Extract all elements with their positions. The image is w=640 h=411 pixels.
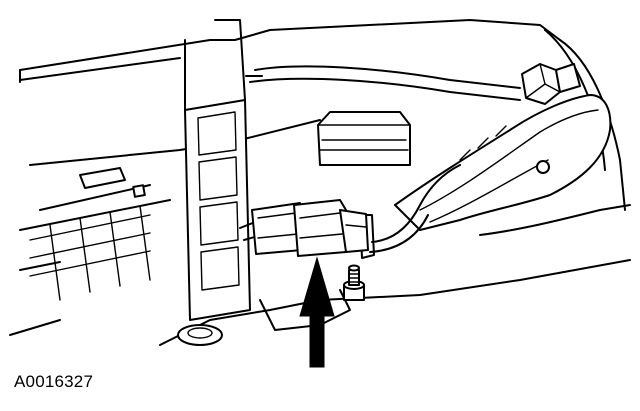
figure-id-label: A0016327 [14,372,94,391]
shift-arm [394,94,612,231]
tube [245,65,521,101]
stud-bolt [343,264,365,301]
cover-block [317,111,411,166]
wire-harness [239,164,461,259]
electrical-connector [251,199,369,257]
up-arrow-icon [299,256,335,368]
hex-nut [521,63,581,105]
rib-grille [29,167,151,301]
ladder-bracket [184,19,251,321]
